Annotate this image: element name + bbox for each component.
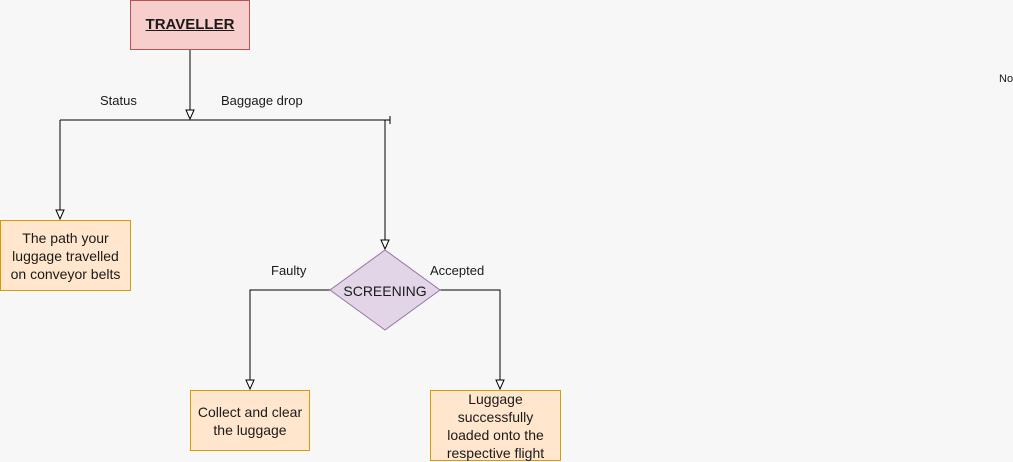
arrowhead	[185, 109, 195, 121]
collect-label: Collect and clear the luggage	[197, 403, 303, 438]
arrowhead	[380, 239, 390, 251]
traveller-node[interactable]: TRAVELLER	[130, 0, 250, 50]
traveller-label: TRAVELLER	[145, 16, 235, 33]
edge-label-status: Status	[100, 93, 137, 108]
stray-label-no: No	[999, 73, 1013, 85]
loaded-node[interactable]: Luggage successfully loaded onto the res…	[430, 390, 561, 461]
screening-decision-shape[interactable]	[329, 249, 441, 331]
arrowhead	[55, 209, 65, 221]
path-node[interactable]: The path your luggage travelled on conve…	[0, 220, 131, 291]
loaded-label: Luggage successfully loaded onto the res…	[446, 390, 545, 461]
connector-accepted	[440, 289, 501, 384]
arrowhead	[245, 379, 255, 391]
collect-node[interactable]: Collect and clear the luggage	[190, 390, 310, 451]
screening-label: SCREENING	[343, 283, 427, 299]
connector-faulty	[249, 289, 330, 384]
edge-label-baggage-drop: Baggage drop	[221, 93, 303, 108]
edge-label-faulty: Faulty	[271, 263, 307, 278]
edge-label-accepted: Accepted	[430, 263, 485, 278]
arrowhead	[495, 379, 505, 391]
path-label: The path your luggage travelled on conve…	[10, 229, 121, 282]
